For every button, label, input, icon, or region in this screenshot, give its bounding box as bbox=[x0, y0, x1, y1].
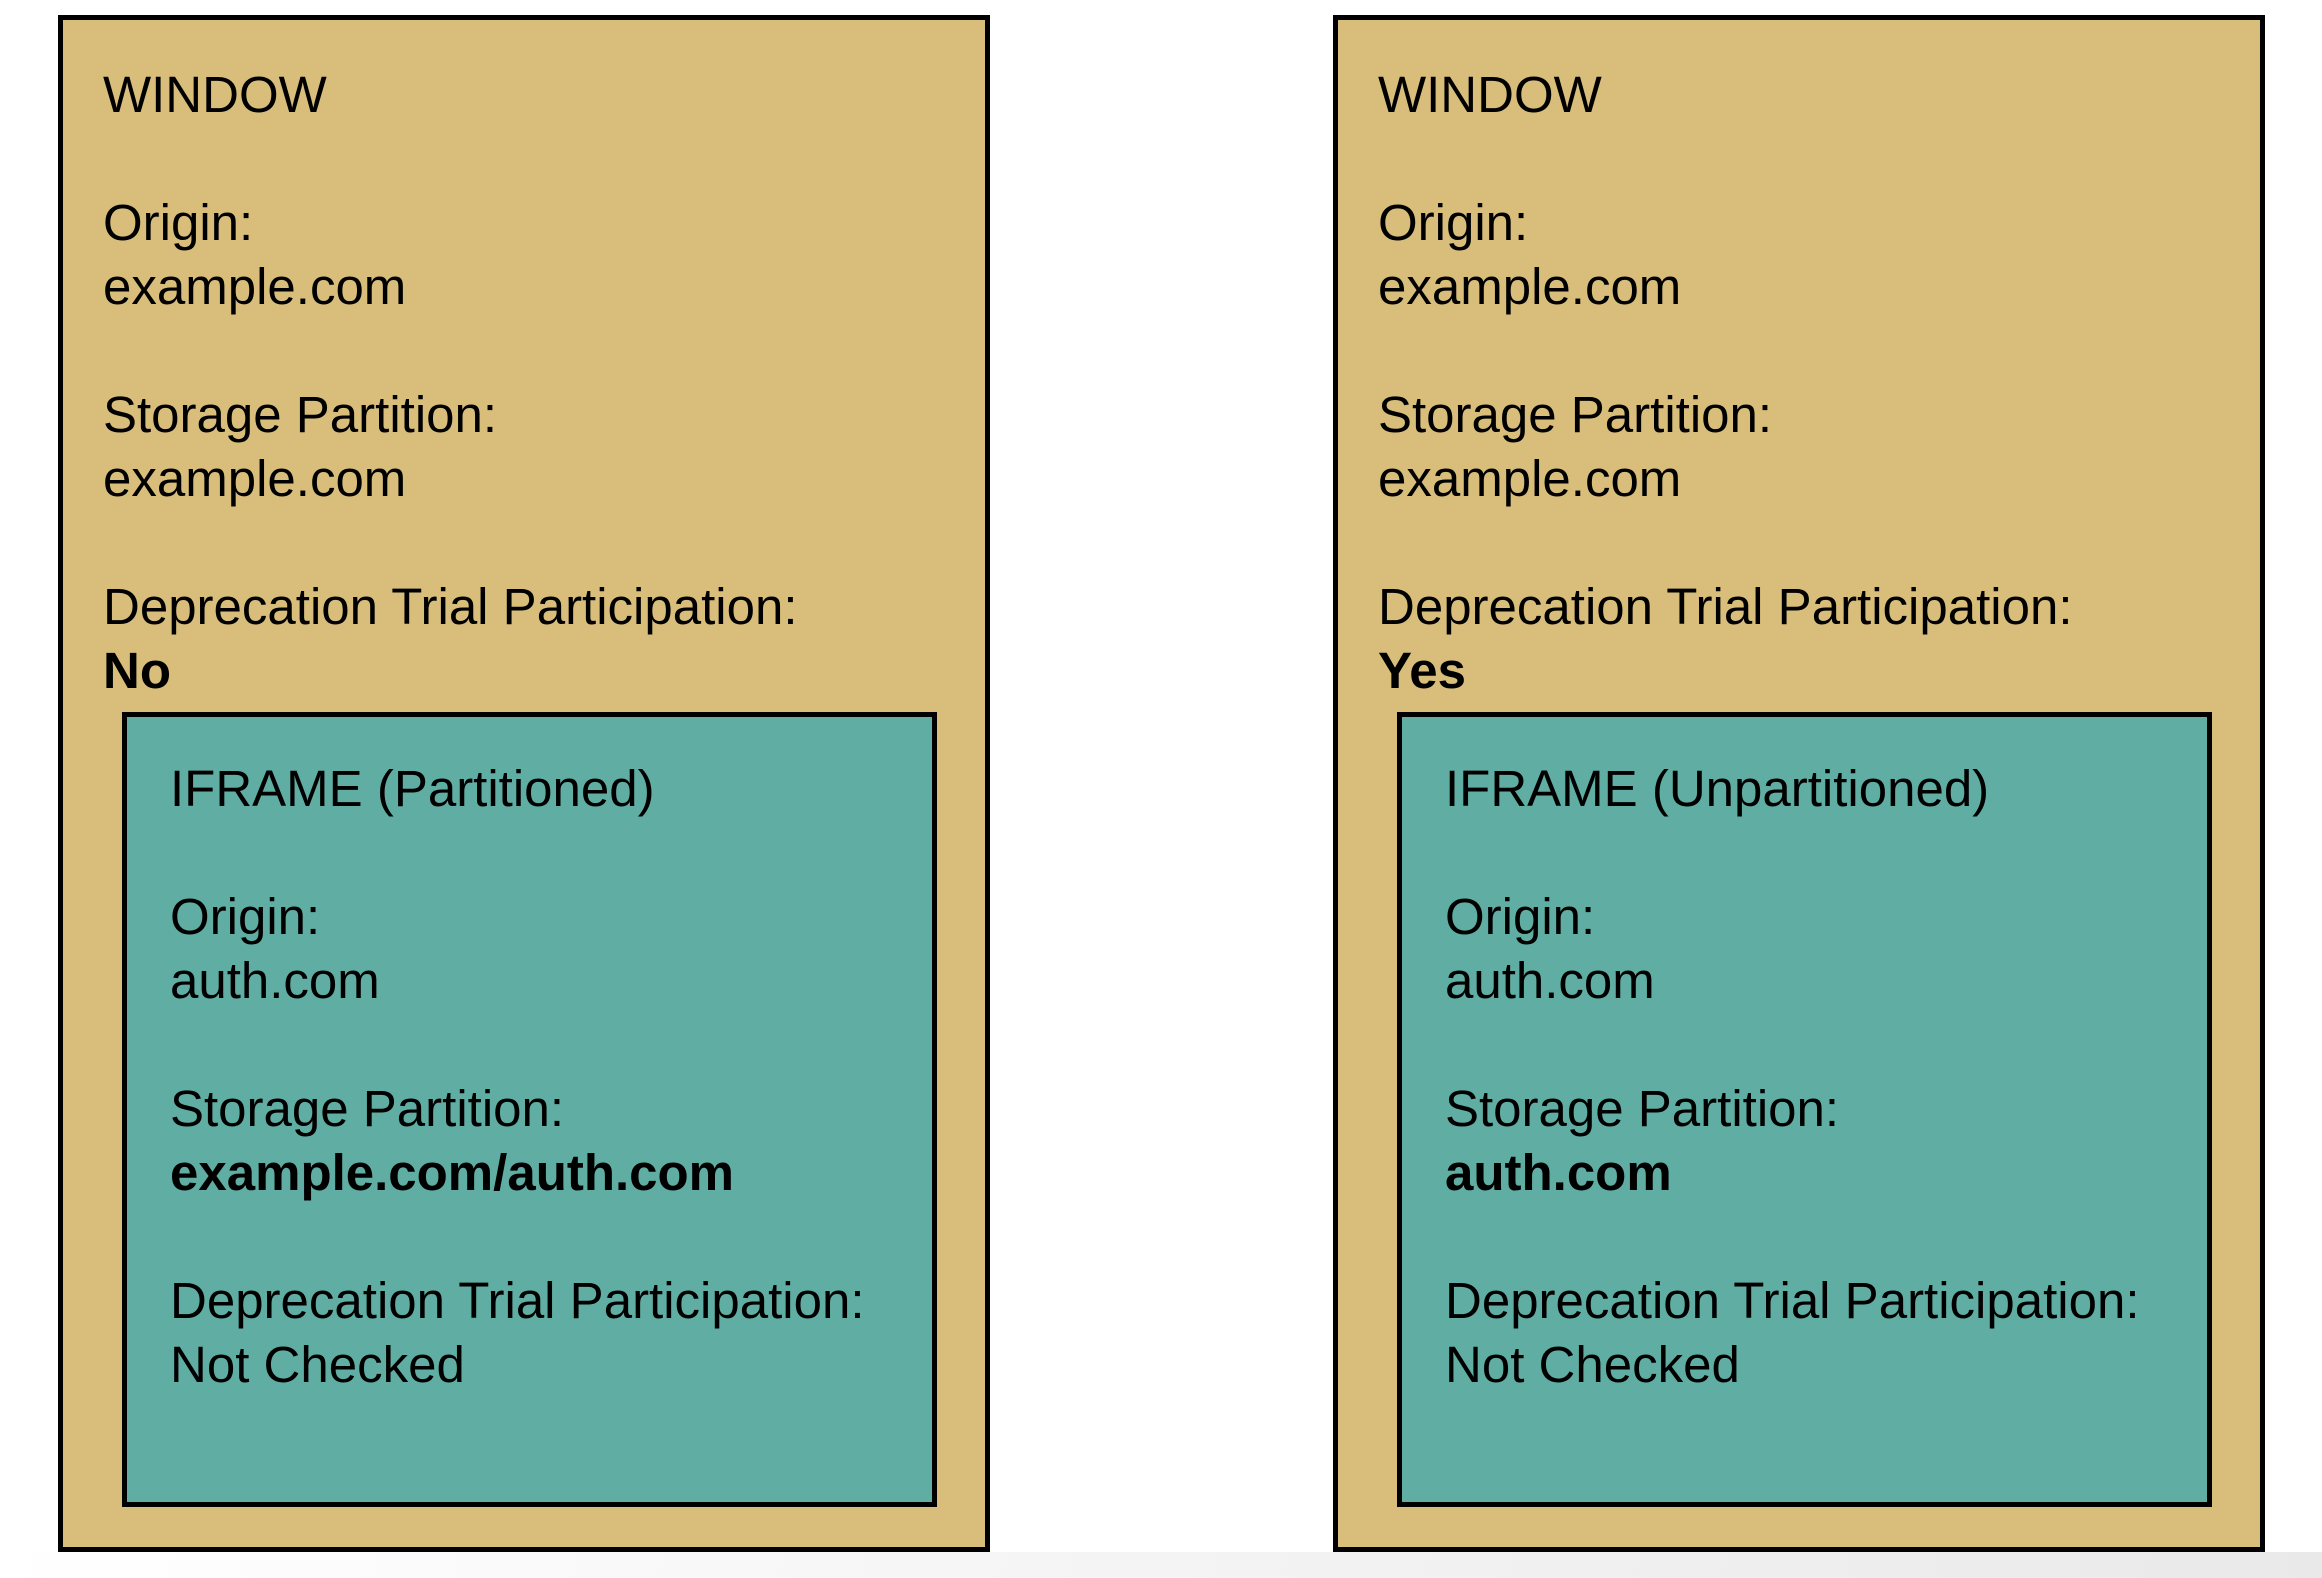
storage-partition-label: Storage Partition: bbox=[1378, 386, 1773, 443]
deprecation-trial-value: Yes bbox=[1378, 642, 1466, 699]
iframe-origin-value: auth.com bbox=[1445, 952, 1655, 1009]
iframe-storage-partition-label: Storage Partition: bbox=[170, 1080, 565, 1137]
iframe-title: IFRAME (Unpartitioned) bbox=[1445, 760, 1990, 817]
origin-group: Origin: example.com bbox=[1378, 191, 2220, 319]
iframe-storage-partition-value: auth.com bbox=[1445, 1144, 1672, 1201]
iframe-deprecation-trial-label: Deprecation Trial Participation: bbox=[1445, 1272, 2140, 1329]
iframe-deprecation-trial-value: Not Checked bbox=[1445, 1336, 1740, 1393]
origin-value: example.com bbox=[103, 258, 407, 315]
window-box-no-trial: WINDOW Origin: example.com Storage Parti… bbox=[58, 15, 990, 1552]
deprecation-trial-group: Deprecation Trial Participation: No bbox=[103, 575, 945, 703]
iframe-storage-partition-label: Storage Partition: bbox=[1445, 1080, 1840, 1137]
deprecation-trial-label: Deprecation Trial Participation: bbox=[1378, 578, 2073, 635]
iframe-storage-partition-value: example.com/auth.com bbox=[170, 1144, 735, 1201]
iframe-deprecation-trial-group: Deprecation Trial Participation: Not Che… bbox=[170, 1269, 932, 1397]
iframe-box-unpartitioned: IFRAME (Unpartitioned) Origin: auth.com … bbox=[1397, 712, 2212, 1507]
iframe-origin-group: Origin: auth.com bbox=[1445, 885, 2207, 1013]
storage-partition-group: Storage Partition: example.com bbox=[103, 383, 945, 511]
deprecation-trial-value: No bbox=[103, 642, 171, 699]
storage-partition-value: example.com bbox=[103, 450, 407, 507]
iframe-title: IFRAME (Partitioned) bbox=[170, 760, 655, 817]
iframe-origin-label: Origin: bbox=[1445, 888, 1596, 945]
origin-group: Origin: example.com bbox=[103, 191, 945, 319]
iframe-deprecation-trial-value: Not Checked bbox=[170, 1336, 465, 1393]
iframe-storage-partition-group: Storage Partition: auth.com bbox=[1445, 1077, 2207, 1205]
deprecation-trial-group: Deprecation Trial Participation: Yes bbox=[1378, 575, 2220, 703]
iframe-box-partitioned: IFRAME (Partitioned) Origin: auth.com St… bbox=[122, 712, 937, 1507]
iframe-deprecation-trial-group: Deprecation Trial Participation: Not Che… bbox=[1445, 1269, 2207, 1397]
origin-label: Origin: bbox=[103, 194, 254, 251]
iframe-origin-value: auth.com bbox=[170, 952, 380, 1009]
page-bottom-strip bbox=[0, 1552, 2322, 1578]
origin-label: Origin: bbox=[1378, 194, 1529, 251]
storage-partition-label: Storage Partition: bbox=[103, 386, 498, 443]
iframe-storage-partition-group: Storage Partition: example.com/auth.com bbox=[170, 1077, 932, 1205]
deprecation-trial-label: Deprecation Trial Participation: bbox=[103, 578, 798, 635]
window-box-with-trial: WINDOW Origin: example.com Storage Parti… bbox=[1333, 15, 2265, 1552]
origin-value: example.com bbox=[1378, 258, 1682, 315]
storage-partition-group: Storage Partition: example.com bbox=[1378, 383, 2220, 511]
iframe-deprecation-trial-label: Deprecation Trial Participation: bbox=[170, 1272, 865, 1329]
iframe-origin-label: Origin: bbox=[170, 888, 321, 945]
window-title: WINDOW bbox=[1378, 66, 1602, 123]
iframe-origin-group: Origin: auth.com bbox=[170, 885, 932, 1013]
storage-partition-value: example.com bbox=[1378, 450, 1682, 507]
window-title: WINDOW bbox=[103, 66, 327, 123]
